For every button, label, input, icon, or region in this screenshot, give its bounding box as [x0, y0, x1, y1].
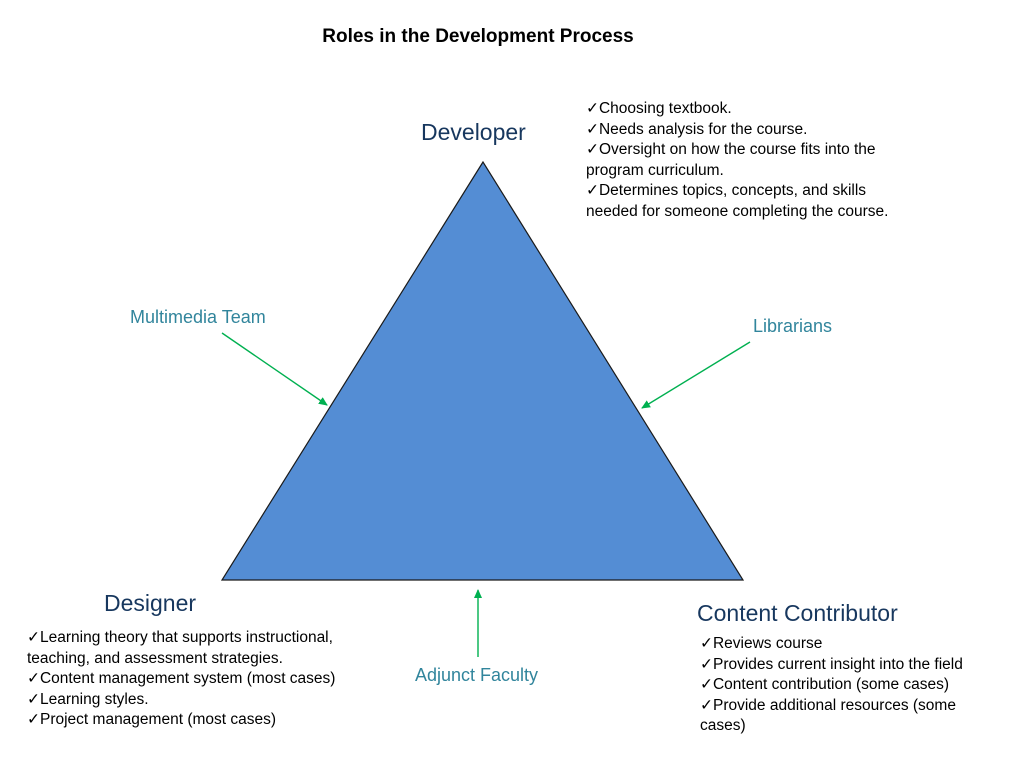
- designer-note: ✓Project management (most cases): [27, 711, 277, 728]
- developer-note: needed for someone completing the course…: [586, 202, 889, 220]
- adjunct-faculty-label: Adjunct Faculty: [415, 665, 539, 685]
- designer-note: ✓Learning theory that supports instructi…: [27, 629, 333, 646]
- developer-note: ✓Determines topics, concepts, and skills: [586, 182, 867, 199]
- content-contributor-notes: ✓Reviews course ✓Provides current insigh…: [700, 634, 963, 737]
- content-contributor-note: ✓Content contribution (some cases): [700, 676, 950, 693]
- developer-note: ✓Needs analysis for the course.: [586, 120, 808, 138]
- multimedia-team-label: Multimedia Team: [130, 307, 266, 327]
- designer-note: ✓Content management system (most cases): [27, 670, 336, 687]
- content-contributor-note: ✓Provide additional resources (some: [700, 696, 956, 714]
- designer-label: Designer: [104, 590, 197, 616]
- developer-note: ✓Oversight on how the course fits into t…: [586, 141, 876, 158]
- content-contributor-note: ✓Reviews course: [700, 635, 823, 652]
- librarians-arrow: [641, 341, 751, 409]
- page-title: Roles in the Development Process: [322, 26, 634, 47]
- content-contributor-note: cases): [700, 717, 746, 734]
- librarians-label: Librarians: [753, 316, 833, 336]
- development-triangle: [220, 160, 745, 581]
- multimedia-team-arrow: [221, 332, 328, 406]
- content-contributor-label: Content Contributor: [697, 600, 898, 626]
- content-contributor-note: ✓Provides current insight into the field: [700, 655, 963, 673]
- developer-label: Developer: [421, 119, 526, 145]
- designer-note: teaching, and assessment strategies.: [27, 649, 283, 667]
- developer-note: program curriculum.: [586, 161, 724, 179]
- developer-notes: ✓Choosing textbook. ✓Needs analysis for …: [586, 99, 888, 222]
- developer-note: ✓Choosing textbook.: [586, 100, 732, 117]
- designer-note: ✓Learning styles.: [27, 690, 149, 708]
- designer-notes: ✓Learning theory that supports instructi…: [27, 628, 335, 731]
